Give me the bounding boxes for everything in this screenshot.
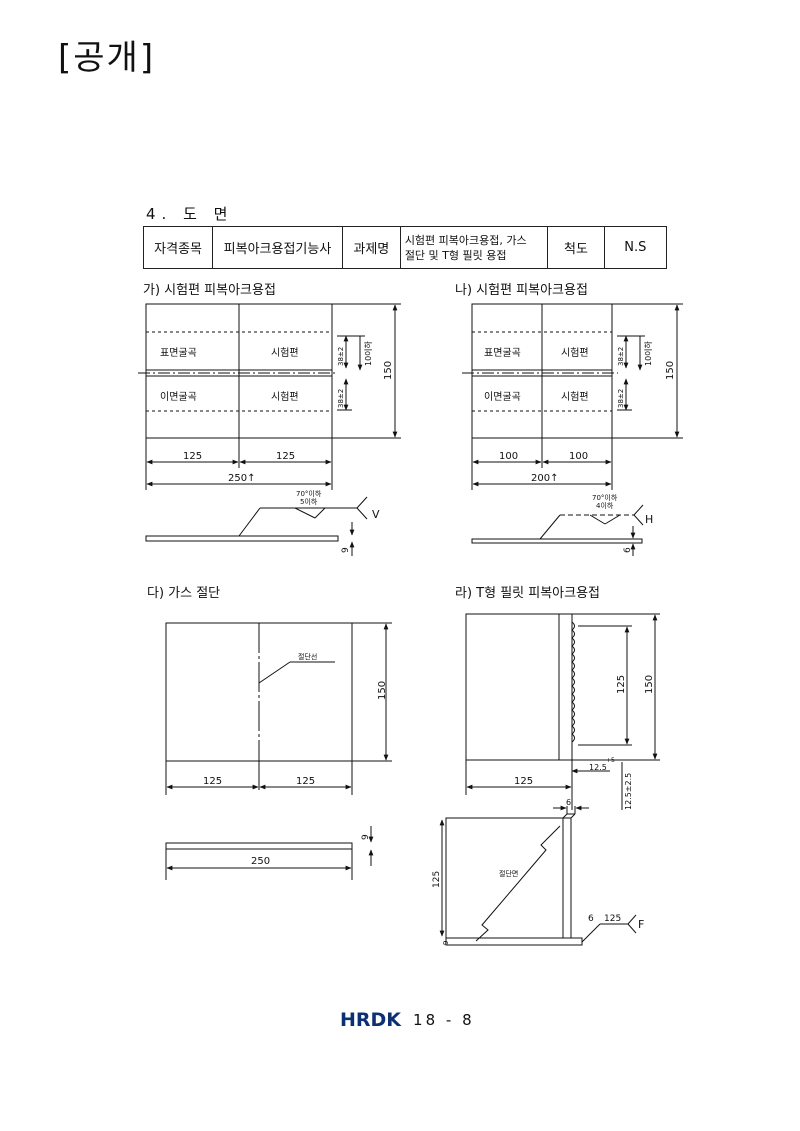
caption-b: 나) 시험편 피복아크용접 <box>455 283 588 298</box>
info-table: 자격종목 피복아크용접기능사 과제명 시험편 피복아크용접, 가스 절단 및 T… <box>142 226 668 269</box>
hrdk-logo: HRDK <box>340 1009 402 1031</box>
a-dim-max: 10이하 <box>363 340 373 366</box>
d-weld-length: 125 <box>604 914 621 924</box>
b-dim-upper: 38±2 <box>617 347 625 366</box>
d-weld-type: F <box>638 918 644 931</box>
d-iso-base-thickness: 9 <box>442 941 450 945</box>
value-task-line2: 절단 및 T형 필릿 용접 <box>404 248 507 262</box>
b-dim-lower: 38±2 <box>617 389 625 408</box>
a-cell-specimen-top: 시험편 <box>271 347 299 359</box>
caption-d: 라) T형 필릿 피복아크용접 <box>455 586 601 601</box>
section-title: 4. 도 면 <box>146 205 234 223</box>
b-dim-max: 10이하 <box>643 340 653 366</box>
label-category: 자격종목 <box>142 226 214 269</box>
c-dim-right: 125 <box>296 776 315 787</box>
a-dim-right: 125 <box>276 451 295 462</box>
drawing-c <box>165 622 392 880</box>
a-groove: V <box>372 508 380 521</box>
b-cell-specimen-bottom: 시험편 <box>561 391 589 403</box>
d-dim-base: 125 <box>514 776 533 787</box>
a-thickness: 9 <box>341 547 351 553</box>
d-dim-offset: 12.5 <box>589 763 607 772</box>
caption-a: 가) 시험편 피복아크용접 <box>143 283 276 298</box>
a-dim-height: 150 <box>383 361 394 380</box>
d-iso-thickness-top: 6 <box>566 798 571 807</box>
value-task-line1: 시험편 피복아크용접, 가스 <box>404 233 527 247</box>
c-thickness: 9 <box>361 834 371 840</box>
b-dim-right: 100 <box>569 451 588 462</box>
a-dim-total: 250↑ <box>228 473 255 484</box>
d-iso-cut-line: 절단면 <box>499 869 518 878</box>
a-dim-lower: 38±2 <box>337 389 345 408</box>
stem-plate-d <box>558 613 573 761</box>
d-dim-weld: 125 <box>616 675 627 694</box>
c-cut-line: 절단선 <box>298 652 317 661</box>
label-task: 과제명 <box>341 226 401 269</box>
drawing-b <box>462 303 683 556</box>
a-dim-left: 125 <box>183 451 202 462</box>
b-dim-left: 100 <box>499 451 518 462</box>
value-task: 시험편 피복아크용접, 가스 절단 및 T형 필릿 용접 <box>399 226 549 269</box>
b-thickness: 6 <box>623 547 633 553</box>
a-angle-note-2: 5이하 <box>300 497 318 506</box>
a-dim-upper: 38±2 <box>337 347 345 366</box>
d-dim-side: 12.5±2.5 <box>624 773 633 810</box>
b-angle-note-2: 4이하 <box>596 501 614 510</box>
d-dim-offset-tol: +5 <box>606 757 615 764</box>
label-scale: 척도 <box>547 226 605 269</box>
a-angle-note-1: 70°이하 <box>296 489 322 498</box>
d-iso-height: 125 <box>432 871 442 888</box>
value-scale: N.S <box>603 226 668 269</box>
b-angle-note-1: 70°이하 <box>592 493 618 502</box>
drawing-a <box>138 303 401 556</box>
caption-c: 다) 가스 절단 <box>147 586 221 601</box>
drawing-d <box>439 613 660 946</box>
b-cell-specimen-top: 시험편 <box>561 347 589 359</box>
b-cell-root-bend: 이면굴곡 <box>484 391 521 403</box>
iso-base-d <box>445 817 564 939</box>
d-weld-size: 6 <box>588 914 594 924</box>
a-cell-specimen-bottom: 시험편 <box>271 391 299 403</box>
document-stamp: [공개] <box>58 38 156 78</box>
page-number: 18 - 8 <box>413 1011 475 1029</box>
b-dim-total: 200↑ <box>531 473 558 484</box>
c-dim-height: 150 <box>377 681 388 700</box>
page-footer: HRDK 18 - 8 <box>340 1009 475 1031</box>
c-dim-total: 250 <box>251 856 270 867</box>
base-plate-d <box>465 613 573 761</box>
c-dim-left: 125 <box>203 776 222 787</box>
d-dim-height: 150 <box>644 675 655 694</box>
b-cell-face-bend: 표면굴곡 <box>484 347 521 359</box>
b-groove: H <box>645 513 653 526</box>
a-cell-root-bend: 이면굴곡 <box>160 391 197 403</box>
b-dim-height: 150 <box>665 361 676 380</box>
a-cell-face-bend: 표면굴곡 <box>160 347 197 359</box>
